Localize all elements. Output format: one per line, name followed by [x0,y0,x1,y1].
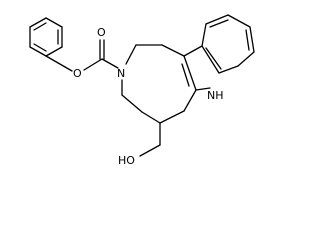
atom-ester-oxygen: O [73,67,82,80]
atom-hydroxyl: HO [118,154,135,167]
atom-ring-nitrogen: N [117,67,125,80]
structure-drawing: O O N NH HO [29,14,255,167]
molecule-canvas: O O N NH HO [29,14,255,167]
azonine-ring [121,44,197,124]
pyrrole-ring [181,45,220,91]
bond-carbonyl-n [101,58,119,69]
bond-ch2-oh [139,144,161,157]
atom-carbonyl-oxygen: O [97,26,106,39]
phenyl-ring [29,17,63,57]
atom-indole-nh: NH [207,89,224,102]
bond-ester-o-carbonyl [83,58,103,71]
benzo-ring [201,14,255,74]
bond-phenyl-ester-o [45,55,73,72]
